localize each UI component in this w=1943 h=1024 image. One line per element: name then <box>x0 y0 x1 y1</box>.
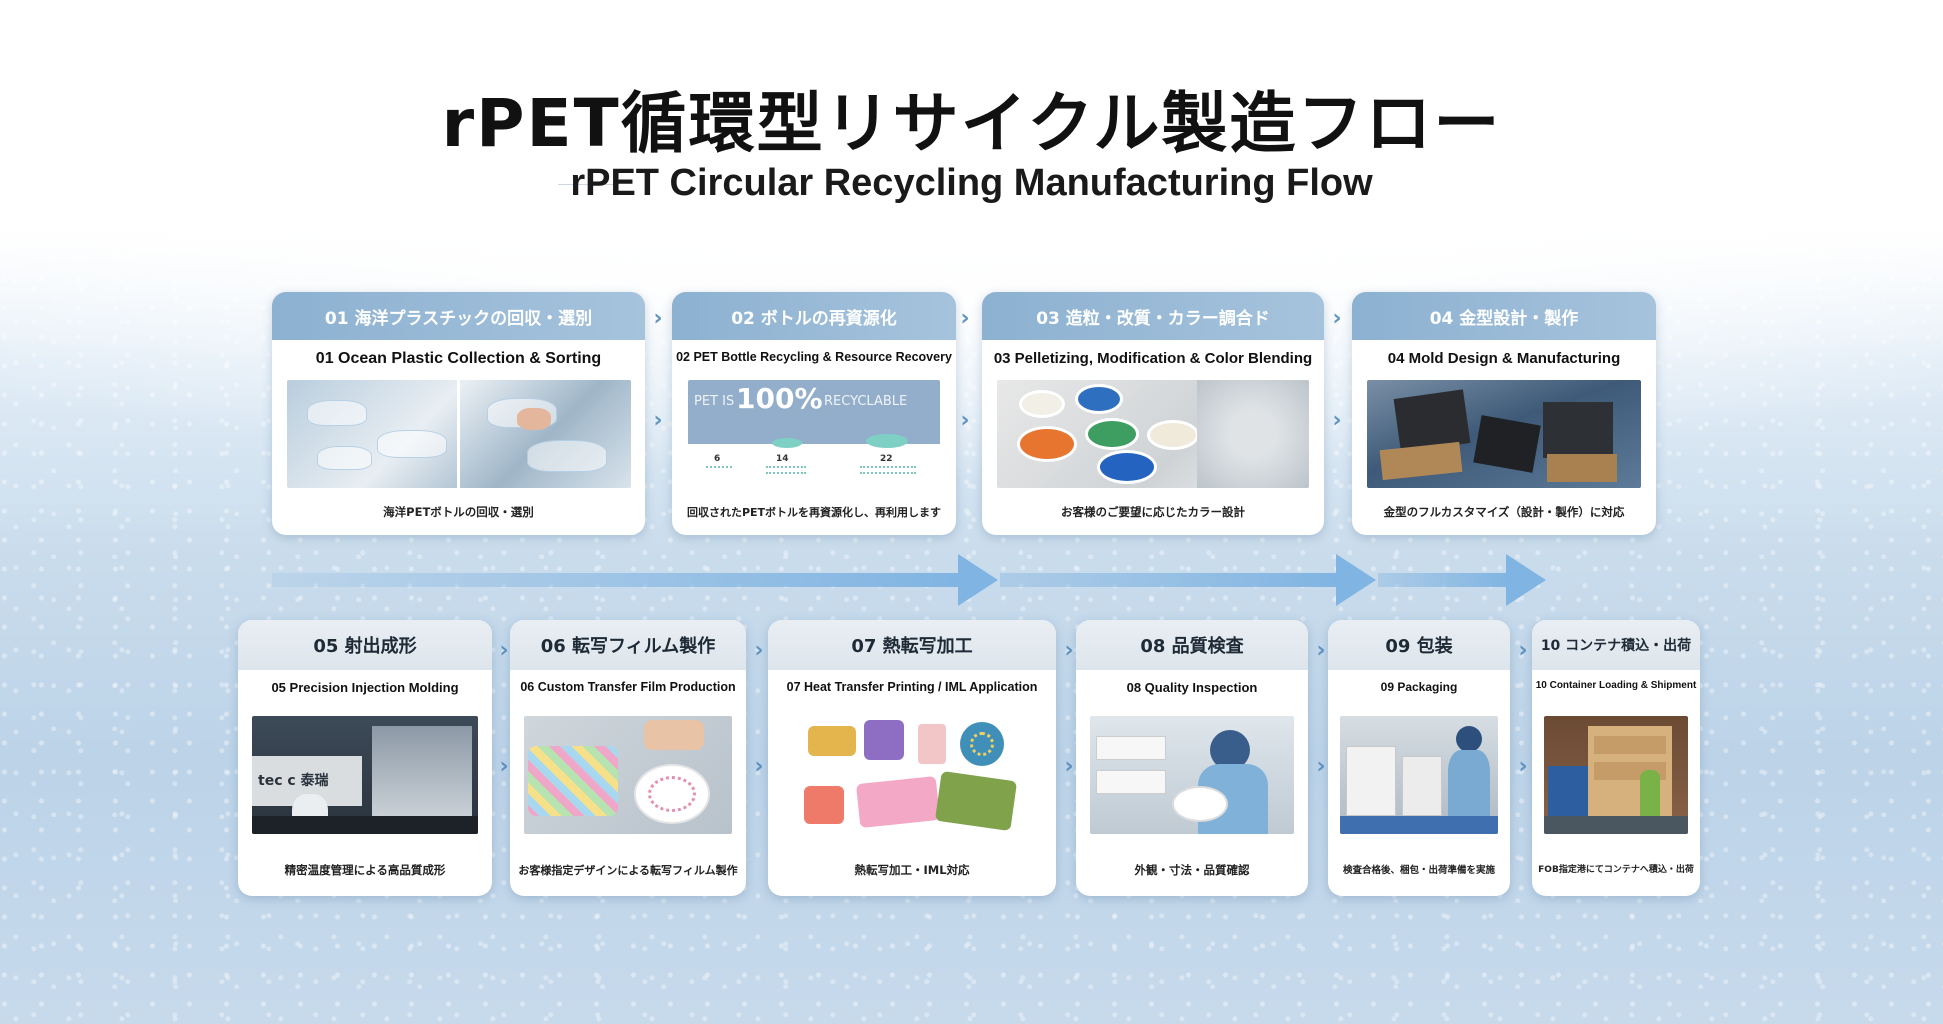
plastic-bottles-photo <box>287 380 631 488</box>
step-08-jp-title: 08 品質検査 <box>1076 620 1308 670</box>
step-01-caption: 海洋PETボトルの回収・選別 <box>383 505 534 519</box>
step-card-07: 07 熱転写加工 07 Heat Transfer Printing / IML… <box>768 620 1056 896</box>
step-04-en-title: 04 Mold Design & Manufacturing <box>1387 350 1621 367</box>
flow-arrow-head-1 <box>958 554 998 606</box>
step-06-en-title: 06 Custom Transfer Film Production <box>520 680 736 694</box>
step-02-en-title: 02 PET Bottle Recycling & Resource Recov… <box>676 350 952 364</box>
chevron-right-icon: › <box>1332 408 1342 433</box>
chevron-right-icon: › <box>653 306 663 331</box>
flow-arrow-bar-3 <box>1378 573 1510 587</box>
color-pellets-photo <box>997 380 1309 488</box>
step-05-en-title: 05 Precision Injection Molding <box>271 680 459 695</box>
step-10-jp-title: 10 コンテナ積込・出荷 <box>1532 620 1700 670</box>
infographic-prefix: PET IS <box>694 394 735 409</box>
chevron-right-icon: › <box>1518 638 1528 663</box>
step-09-jp-title: 09 包装 <box>1328 620 1510 670</box>
step-06-jp-title: 06 転写フィルム製作 <box>510 620 746 670</box>
packaging-photo <box>1340 716 1498 834</box>
infographic-count-2: 14 <box>776 454 789 464</box>
chevron-right-icon: › <box>754 638 764 663</box>
recycling-infographic: PET IS 100% RECYCLABLE 6 14 22 <box>688 380 940 488</box>
infographic-count-1: 6 <box>714 454 721 464</box>
step-09-caption: 検査合格後、梱包・出荷準備を実施 <box>1342 865 1495 876</box>
step-10-caption: FOB指定港にてコンテナへ積込・出荷 <box>1538 865 1694 875</box>
chevron-right-icon: › <box>653 408 663 433</box>
infographic-suffix: RECYCLABLE <box>824 394 908 409</box>
chevron-right-icon: › <box>1332 306 1342 331</box>
injection-machine-photo: tec c 泰瑞 <box>252 716 478 834</box>
flow-arrow-head-2 <box>1336 554 1376 606</box>
step-09-en-title: 09 Packaging <box>1380 680 1458 694</box>
step-05-jp-title: 05 射出成形 <box>238 620 492 670</box>
machine-brand-text: tec c 泰瑞 <box>258 773 329 789</box>
inspection-photo <box>1090 716 1294 834</box>
step-card-06: 06 転写フィルム製作 06 Custom Transfer Film Prod… <box>510 620 746 896</box>
step-10-en-title: 10 Container Loading & Shipment <box>1535 680 1697 691</box>
chevron-right-icon: › <box>1518 754 1528 779</box>
chevron-right-icon: › <box>960 408 970 433</box>
step-03-caption: お客様のご要望に応じたカラー設計 <box>1061 505 1245 519</box>
chevron-right-icon: › <box>499 754 509 779</box>
step-01-jp-title: 01 海洋プラスチックの回収・選別 <box>272 292 645 340</box>
step-03-en-title: 03 Pelletizing, Modification & Color Ble… <box>993 350 1313 367</box>
chevron-right-icon: › <box>1064 754 1074 779</box>
step-02-jp-title: 02 ボトルの再資源化 <box>672 292 956 340</box>
step-card-01: 01 海洋プラスチックの回収・選別 01 Ocean Plastic Colle… <box>272 292 645 535</box>
flow-arrow-bar-2 <box>1000 573 1340 587</box>
step-08-en-title: 08 Quality Inspection <box>1126 680 1258 695</box>
mold-photo <box>1367 380 1641 488</box>
chevron-right-icon: › <box>960 306 970 331</box>
chevron-right-icon: › <box>1316 638 1326 663</box>
infographic-count-3: 22 <box>880 454 893 464</box>
flow-arrow-head-3 <box>1506 554 1546 606</box>
infographic-percent: 100% <box>736 382 823 415</box>
step-06-caption: お客様指定デザインによる転写フィルム製作 <box>518 864 738 877</box>
step-card-09: 09 包装 09 Packaging 検査合格後、梱包・出荷準備を実施 <box>1328 620 1510 896</box>
step-02-caption: 回収されたPETボトルを再資源化し、再利用します <box>686 506 942 519</box>
step-card-05: 05 射出成形 05 Precision Injection Molding t… <box>238 620 492 896</box>
step-card-02: 02 ボトルの再資源化 02 PET Bottle Recycling & Re… <box>672 292 956 535</box>
subtitle-divider <box>558 184 614 185</box>
step-03-jp-title: 03 造粒・改質・カラー調合ド <box>982 292 1324 340</box>
container-loading-photo <box>1544 716 1688 834</box>
step-card-10: 10 コンテナ積込・出荷 10 Container Loading & Ship… <box>1532 620 1700 896</box>
transfer-film-photo <box>524 716 732 834</box>
chevron-right-icon: › <box>499 638 509 663</box>
page-subtitle: rPET Circular Recycling Manufacturing Fl… <box>570 162 1373 204</box>
step-01-en-title: 01 Ocean Plastic Collection & Sorting <box>315 350 602 367</box>
step-07-jp-title: 07 熱転写加工 <box>768 620 1056 670</box>
step-04-jp-title: 04 金型設計・製作 <box>1352 292 1656 340</box>
step-07-en-title: 07 Heat Transfer Printing / IML Applicat… <box>786 680 1038 694</box>
flow-arrow-bar-1 <box>272 573 962 587</box>
step-card-08: 08 品質検査 08 Quality Inspection 外観・寸法・品質確認 <box>1076 620 1308 896</box>
chevron-right-icon: › <box>1064 638 1074 663</box>
chevron-right-icon: › <box>754 754 764 779</box>
step-07-caption: 熱転写加工・IML対応 <box>854 863 970 877</box>
step-card-04: 04 金型設計・製作 04 Mold Design & Manufacturin… <box>1352 292 1656 535</box>
step-04-caption: 金型のフルカスタマイズ（設計・製作）に対応 <box>1383 505 1625 519</box>
printed-products-photo <box>798 716 1026 834</box>
chevron-right-icon: › <box>1316 754 1326 779</box>
step-05-caption: 精密温度管理による高品質成形 <box>284 863 446 877</box>
page-title: rPET循環型リサイクル製造フロー <box>441 85 1502 162</box>
step-card-03: 03 造粒・改質・カラー調合ド 03 Pelletizing, Modifica… <box>982 292 1324 535</box>
step-08-caption: 外観・寸法・品質確認 <box>1134 863 1250 877</box>
